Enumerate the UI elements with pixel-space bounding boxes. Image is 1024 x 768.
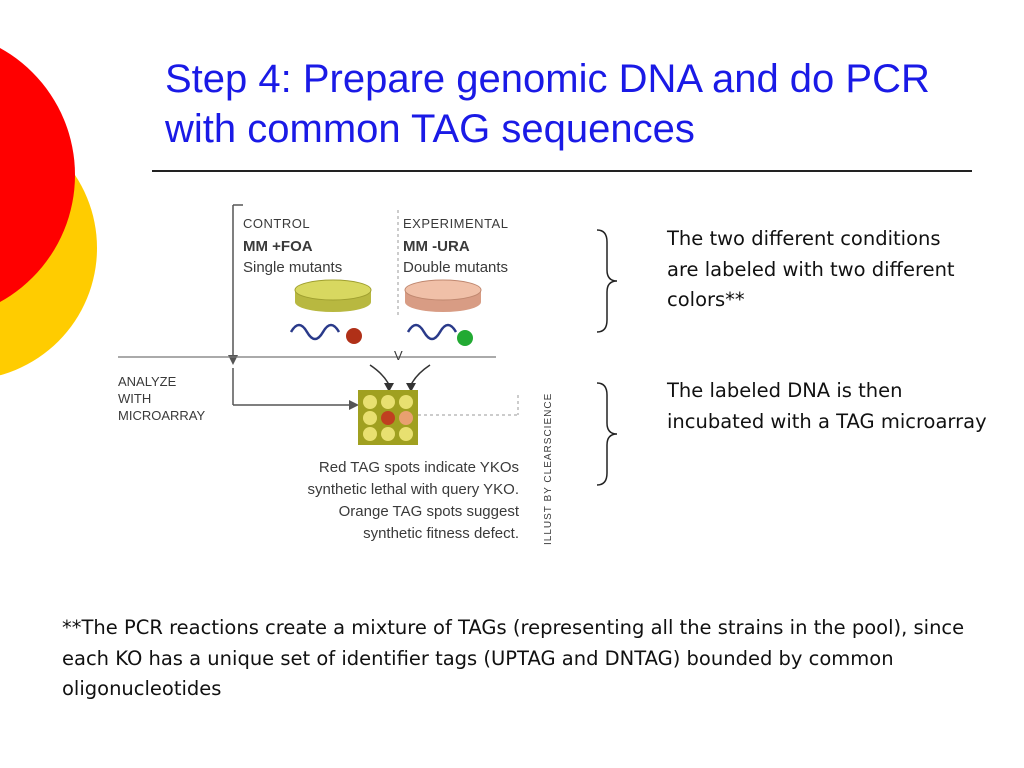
slide-title: Step 4: Prepare genomic DNA and do PCR w… <box>165 57 930 151</box>
microarray-brace <box>596 382 618 486</box>
control-red-label-dot <box>346 328 362 344</box>
analyze-label-line-3: MICROARRAY <box>118 408 205 423</box>
experimental-mutants: Double mutants <box>403 259 508 276</box>
right-arrow-head <box>349 400 359 410</box>
control-heading: CONTROL <box>243 216 310 231</box>
control-mutants: Single mutants <box>243 259 342 276</box>
microarray-note: The labeled DNA is then incubated with a… <box>667 379 987 433</box>
experimental-medium: MM -URA <box>403 238 470 255</box>
decorative-circles <box>0 48 97 376</box>
title-divider <box>152 170 972 172</box>
svg-text:V: V <box>394 348 403 363</box>
figure-caption-line-2: synthetic lethal with query YKO. <box>308 481 520 498</box>
experimental-green-label-dot <box>457 330 473 346</box>
merge-arrow-head <box>384 383 394 392</box>
experimental-dna-strand <box>406 323 458 341</box>
analyze-label-line-2: WITH <box>118 391 151 406</box>
control-plate <box>294 279 372 312</box>
experimental-heading: EXPERIMENTAL <box>403 216 508 231</box>
workflow-figure: CONTROL MM +FOA Single mutants EXPERIMEN… <box>108 200 568 550</box>
microarray-grid <box>358 390 418 445</box>
labeling-note: The two different conditions are labeled… <box>667 227 955 311</box>
control-medium: MM +FOA <box>243 238 313 255</box>
illustration-credit: ILLUST BY CLEARSCIENCE <box>543 393 554 545</box>
pcr-footnote: **The PCR reactions create a mixture of … <box>62 616 965 700</box>
analyze-label-line-1: ANALYZE <box>118 374 177 389</box>
figure-caption-line-4: synthetic fitness defect. <box>363 525 519 542</box>
figure-caption-line-3: Orange TAG spots suggest <box>339 503 520 520</box>
labeling-brace <box>596 229 618 333</box>
experimental-plate <box>404 279 482 312</box>
control-dna-strand <box>289 323 341 341</box>
decorative-red-circle <box>0 48 75 302</box>
figure-caption-line-1: Red TAG spots indicate YKOs <box>319 459 519 476</box>
